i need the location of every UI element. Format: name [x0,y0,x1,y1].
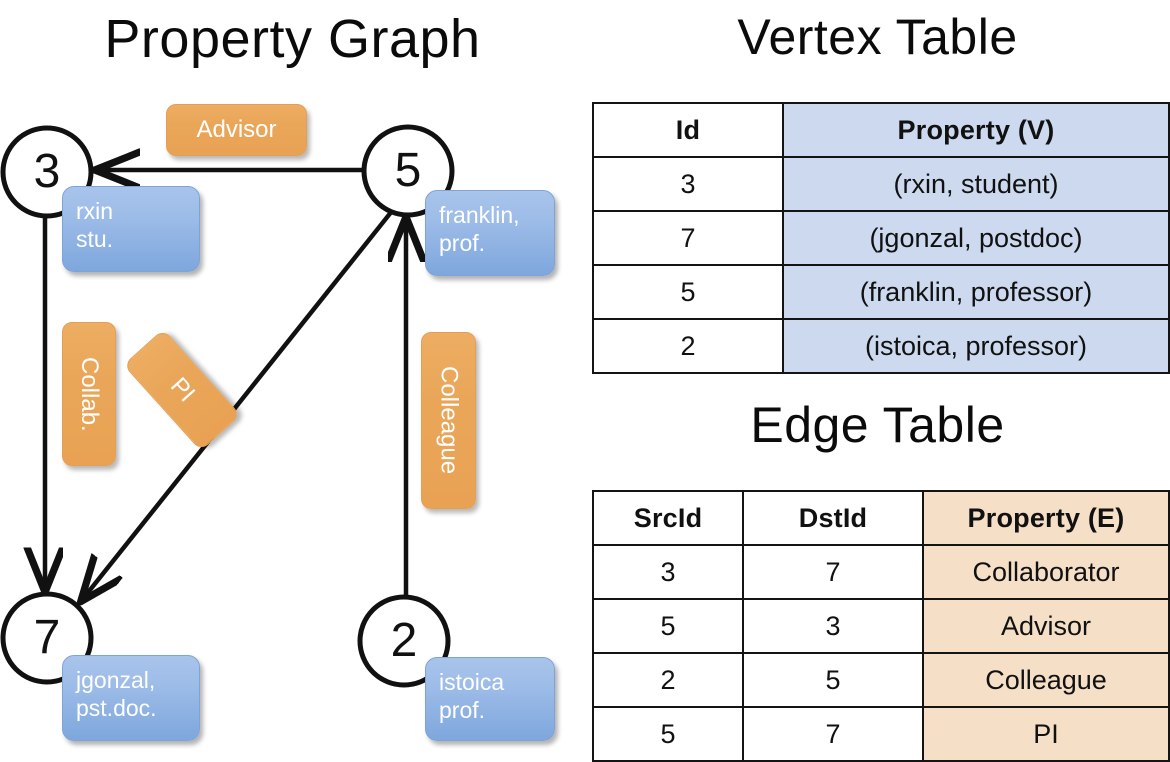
edge-cell-property: Advisor [922,598,1170,654]
edge-cell-dstid: 3 [742,598,924,654]
vertex-table-header-row: Id Property (V) [592,102,1170,158]
edge-label-collab[interactable]: Collab. [62,322,116,466]
edge-table-header-dstid: DstId [742,490,924,546]
edge-table: SrcId DstId Property (E) 3 7 Collaborato… [592,490,1170,762]
table-row[interactable]: 3 7 Collaborator [592,544,1170,600]
vertex-table-header-property: Property (V) [782,102,1170,158]
table-row[interactable]: 5 (franklin, professor) [592,264,1170,320]
vertex-cell-id: 5 [592,264,784,320]
edge-table-header-row: SrcId DstId Property (E) [592,490,1170,546]
edge-label-colleague[interactable]: Colleague [421,332,476,509]
edge-cell-srcid: 3 [592,544,744,600]
edge-label-text: Advisor [196,116,277,143]
page-title-edge-table: Edge Table [750,397,1005,453]
vertex-property-line: stu. [76,226,114,253]
edge-cell-srcid: 5 [592,706,744,762]
table-row[interactable]: 2 5 Colleague [592,652,1170,708]
vertex-cell-property: (rxin, student) [782,156,1170,212]
vertex-property-line: prof. [439,697,486,724]
vertex-cell-id: 2 [592,318,784,374]
edge-line-5-to-7 [82,209,394,600]
page-title-property-graph: Property Graph [104,9,481,69]
vertex-property-box-5[interactable]: franklin, prof. [425,190,555,276]
vertex-property-box-7[interactable]: jgonzal, pst.doc. [62,655,200,741]
vertex-property-line: rxin [76,198,114,224]
page-title-vertex-table: Vertex Table [737,9,1018,65]
edge-cell-srcid: 5 [592,598,744,654]
edge-label-text: Collab. [76,356,103,432]
vertex-table: Id Property (V) 3 (rxin, student) 7 (jgo… [592,102,1170,374]
vertex-property-box-2[interactable]: istoica prof. [425,657,555,741]
edge-cell-srcid: 2 [592,652,744,708]
edge-cell-dstid: 5 [742,652,924,708]
vertex-cell-id: 3 [592,156,784,212]
table-row[interactable]: 7 (jgonzal, postdoc) [592,210,1170,266]
table-row[interactable]: 2 (istoica, professor) [592,318,1170,374]
table-row[interactable]: 5 3 Advisor [592,598,1170,654]
vertex-cell-property: (jgonzal, postdoc) [782,210,1170,266]
vertex-property-line: pst.doc. [76,695,157,722]
edge-cell-property: Colleague [922,652,1170,708]
table-row[interactable]: 5 7 PI [592,706,1170,762]
vertex-property-line: franklin, [439,202,520,228]
edge-label-text: Colleague [435,366,463,475]
vertex-cell-property: (franklin, professor) [782,264,1170,320]
edge-cell-property: PI [922,706,1170,762]
vertex-cell-id: 7 [592,210,784,266]
vertex-property-line: prof. [439,230,486,257]
table-row[interactable]: 3 (rxin, student) [592,156,1170,212]
edge-label-advisor[interactable]: Advisor [166,104,307,156]
vertex-table-header-id: Id [592,102,784,158]
edge-cell-dstid: 7 [742,544,924,600]
edge-cell-dstid: 7 [742,706,924,762]
vertex-property-line: istoica [439,669,505,695]
vertex-property-line: jgonzal, [76,667,156,693]
edge-label-text: PI [164,372,200,408]
vertex-property-box-3[interactable]: rxin stu. [62,186,200,272]
vertex-cell-property: (istoica, professor) [782,318,1170,374]
edge-cell-property: Collaborator [922,544,1170,600]
edge-table-header-srcid: SrcId [592,490,744,546]
edge-table-header-property: Property (E) [922,490,1170,546]
